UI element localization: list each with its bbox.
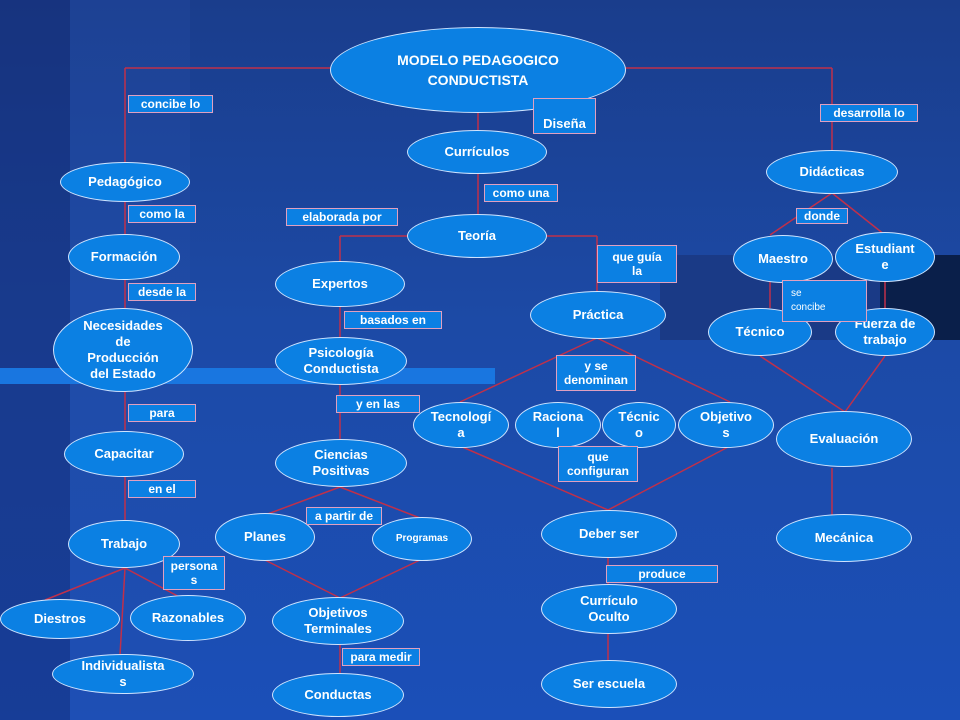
node-label: Expertos	[312, 276, 368, 291]
node-programas[interactable]: Programas	[372, 517, 472, 561]
connector	[119, 567, 126, 656]
connector	[459, 337, 598, 403]
node-ser-escuela[interactable]: Ser escuela	[541, 660, 677, 708]
node-label: Técnic o	[618, 409, 660, 440]
label-se-concibe: se concibe	[782, 280, 867, 322]
node-label: Tecnologí a	[430, 409, 492, 440]
node-label: Fuerza de trabajo	[854, 316, 916, 347]
node-necesidades[interactable]: Necesidades de Producción del Estado	[53, 308, 193, 392]
node-label: Mecánica	[814, 530, 874, 545]
node-label: Maestro	[758, 251, 808, 266]
label-que-configuran: que configuran	[558, 446, 638, 482]
node-estudiante[interactable]: Estudiant e	[835, 232, 935, 282]
node-capacitar[interactable]: Capacitar	[64, 431, 184, 477]
node-label: Conductas	[304, 687, 372, 702]
label-para: para	[128, 404, 196, 422]
node-ciencias-positivas[interactable]: Ciencias Positivas	[275, 439, 407, 487]
label-para-medir: para medir	[342, 648, 420, 666]
node-pedagogico[interactable]: Pedagógico	[60, 162, 190, 202]
node-deber-ser[interactable]: Deber ser	[541, 510, 677, 558]
label-desde-la: desde la	[128, 283, 196, 301]
node-maestro[interactable]: Maestro	[733, 235, 833, 283]
label-y-en-las: y en las	[336, 395, 420, 413]
node-label: Teoría	[457, 228, 497, 243]
node-label: Individualista s	[81, 658, 165, 689]
node-tecnico-mid[interactable]: Técnic o	[602, 402, 676, 448]
node-label: Práctica	[572, 307, 624, 322]
node-label: Planes	[244, 529, 286, 544]
connector	[339, 559, 421, 599]
node-trabajo[interactable]: Trabajo	[68, 520, 180, 568]
node-label: Objetivos Terminales	[304, 605, 372, 636]
connector	[844, 355, 886, 413]
node-label: Ciencias Positivas	[312, 447, 370, 478]
connector	[339, 486, 421, 519]
connector	[264, 559, 341, 599]
node-label: Formación	[90, 249, 158, 264]
node-label: Capacitar	[94, 446, 154, 461]
connector	[831, 192, 886, 236]
label-que-guia-la: que guía la	[597, 245, 677, 283]
label-disena: Diseña	[533, 98, 596, 134]
node-razonables[interactable]: Razonables	[130, 595, 246, 641]
node-label: Necesidades de Producción del Estado	[83, 318, 163, 381]
label-como-la: como la	[128, 205, 196, 223]
label-donde: donde	[796, 208, 848, 224]
node-curriculo-oculto[interactable]: Currículo Oculto	[541, 584, 677, 634]
label-produce: produce	[606, 565, 718, 583]
node-label: Didácticas	[799, 164, 865, 179]
label-en-el: en el	[128, 480, 196, 498]
label-concibe-lo: concibe lo	[128, 95, 213, 113]
node-label: Currículo Oculto	[580, 593, 638, 624]
node-curriculos[interactable]: Currículos	[407, 130, 547, 174]
label-basados-en: basados en	[344, 311, 442, 329]
connector	[44, 567, 126, 601]
node-expertos[interactable]: Expertos	[275, 261, 405, 307]
node-label: Programas	[395, 533, 449, 544]
node-label: Diestros	[33, 611, 87, 626]
node-individualistas[interactable]: Individualista s	[52, 654, 194, 694]
node-label: Raciona l	[532, 409, 584, 440]
node-teoria[interactable]: Teoría	[407, 214, 547, 258]
node-psicologia-conductista[interactable]: Psicología Conductista	[275, 337, 407, 385]
label-y-se-denominan: y se denominan	[556, 355, 636, 391]
node-conductas[interactable]: Conductas	[272, 673, 404, 717]
node-diestros[interactable]: Diestros	[0, 599, 120, 639]
label-como-una: como una	[484, 184, 558, 202]
node-evaluacion[interactable]: Evaluación	[776, 411, 912, 467]
node-objetivos[interactable]: Objetivo s	[678, 402, 774, 448]
label-a-partir-de: a partir de	[306, 507, 382, 525]
node-label: Técnico	[735, 324, 785, 339]
node-objetivos-terminales[interactable]: Objetivos Terminales	[272, 597, 404, 645]
connector	[596, 337, 731, 403]
node-label: Razonables	[151, 610, 225, 625]
node-label: Trabajo	[100, 536, 148, 551]
node-label: Estudiant e	[855, 241, 915, 272]
node-label: Evaluación	[809, 431, 879, 446]
connector	[459, 445, 609, 511]
node-racional[interactable]: Raciona l	[515, 402, 601, 448]
node-label: Objetivo s	[699, 409, 752, 440]
node-label: MODELO PEDAGOGICO CONDUCTISTA	[397, 52, 559, 88]
connector	[759, 355, 846, 413]
node-didacticas[interactable]: Didácticas	[766, 150, 898, 194]
node-mecanica[interactable]: Mecánica	[776, 514, 912, 562]
node-label: Currículos	[444, 144, 510, 159]
label-personas: persona s	[163, 556, 225, 590]
label-desarrolla-lo: desarrolla lo	[820, 104, 918, 122]
node-practica[interactable]: Práctica	[530, 291, 666, 339]
node-label: Ser escuela	[572, 676, 646, 691]
label-elaborada-por: elaborada por	[286, 208, 398, 226]
node-tecnologia[interactable]: Tecnologí a	[413, 402, 509, 448]
node-label: Pedagógico	[88, 174, 162, 189]
node-label: Deber ser	[579, 526, 639, 541]
node-planes[interactable]: Planes	[215, 513, 315, 561]
connector	[607, 445, 731, 511]
node-formacion[interactable]: Formación	[68, 234, 180, 280]
connector	[264, 486, 341, 516]
node-label: Psicología Conductista	[303, 345, 379, 376]
